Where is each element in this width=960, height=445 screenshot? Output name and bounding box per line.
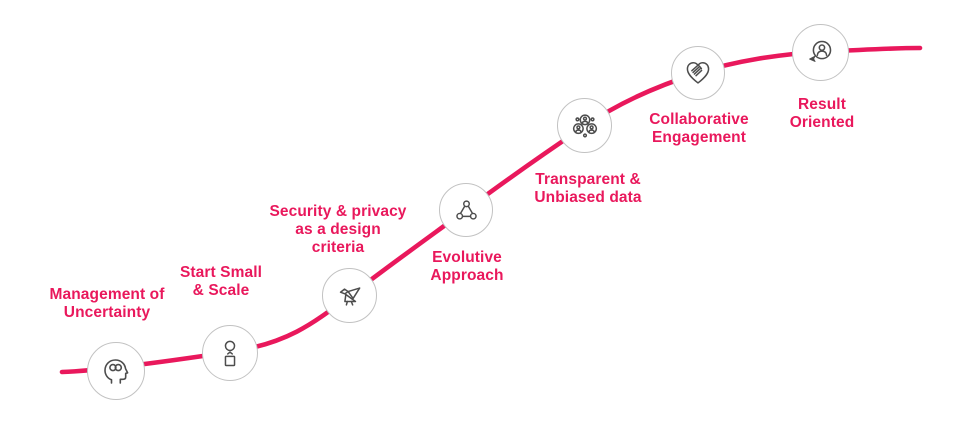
heart-handshake-icon xyxy=(686,62,710,84)
label-transparent-unbiased-data: Transparent & Unbiased data xyxy=(534,171,642,206)
head-infinity-icon xyxy=(104,359,129,384)
label-collaborative-engagement: Collaborative Engagement xyxy=(649,111,749,146)
label-security-privacy-design: Security & privacy as a design criteria xyxy=(269,203,407,256)
badge-person-icon xyxy=(809,40,832,62)
triangle-network-icon xyxy=(455,199,477,220)
node-evolutive-approach xyxy=(439,183,493,237)
label-management-of-uncertainty: Management of Uncertainty xyxy=(49,286,165,321)
node-transparent-unbiased-data xyxy=(557,98,612,153)
people-group-icon xyxy=(572,113,597,138)
node-start-small-and-scale xyxy=(202,325,258,381)
origami-bird-icon xyxy=(339,286,360,306)
node-security-privacy-design xyxy=(322,268,377,323)
node-result-oriented xyxy=(792,24,849,81)
node-collaborative-engagement xyxy=(671,46,725,100)
label-evolutive-approach: Evolutive Approach xyxy=(430,249,504,284)
label-start-small-and-scale: Start Small & Scale xyxy=(179,264,263,299)
label-result-oriented: Result Oriented xyxy=(789,96,855,131)
circle-square-scale-icon xyxy=(224,340,236,367)
node-management-of-uncertainty xyxy=(87,342,145,400)
